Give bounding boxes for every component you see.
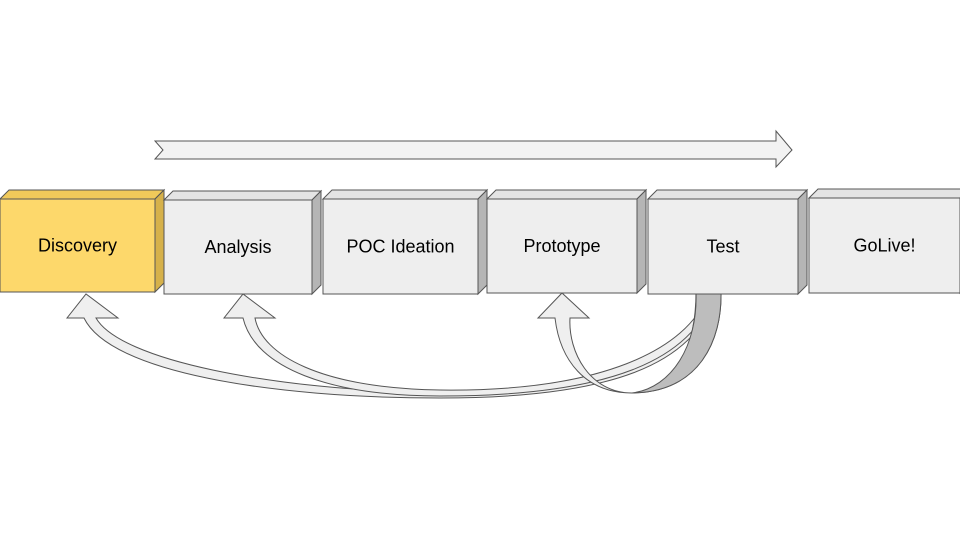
stage-box-top (646, 189, 809, 200)
stage-box-front (486, 198, 638, 294)
stage-box-front (0, 198, 156, 293)
stage-box-top (162, 190, 323, 201)
stage-prototype: Prototype (485, 188, 648, 295)
stage-test: Test (646, 188, 809, 296)
stage-box-top (485, 189, 648, 200)
stage-label: POC Ideation (346, 237, 454, 257)
stage-box-side (477, 188, 488, 296)
stage-box-front (808, 197, 960, 294)
stage-label: GoLive! (853, 236, 915, 256)
feedback-arrow-test-to-discovery (65, 293, 717, 399)
stage-discovery: Discovery (0, 188, 166, 294)
stage-label: Prototype (523, 236, 600, 256)
feedback-arrows (65, 291, 722, 399)
stage-label: Analysis (204, 237, 271, 257)
stage-box-side (797, 188, 808, 296)
stage-golive: GoLive! (807, 188, 960, 295)
feedback-arrow-test-to-analysis (222, 293, 715, 397)
stage-box-front (647, 198, 799, 295)
stage-poc-ideation: POC Ideation (321, 188, 489, 296)
stage-label: Discovery (38, 236, 117, 256)
stage-box-top (0, 189, 166, 200)
process-direction-arrow (153, 129, 793, 169)
stage-box-front (322, 198, 479, 295)
stage-box-side (636, 188, 647, 295)
stage-box-front (163, 199, 313, 295)
stage-analysis: Analysis (162, 189, 323, 296)
feedback-ribbon-shadow (631, 291, 722, 394)
stage-boxes: Discovery Analysis POC Ideation Prototype Te… (0, 188, 960, 296)
stage-box-top (321, 189, 489, 200)
stage-box-top (807, 188, 960, 199)
stage-label: Test (706, 237, 739, 257)
stage-box-side (311, 189, 322, 296)
stage-box-side (154, 188, 165, 294)
